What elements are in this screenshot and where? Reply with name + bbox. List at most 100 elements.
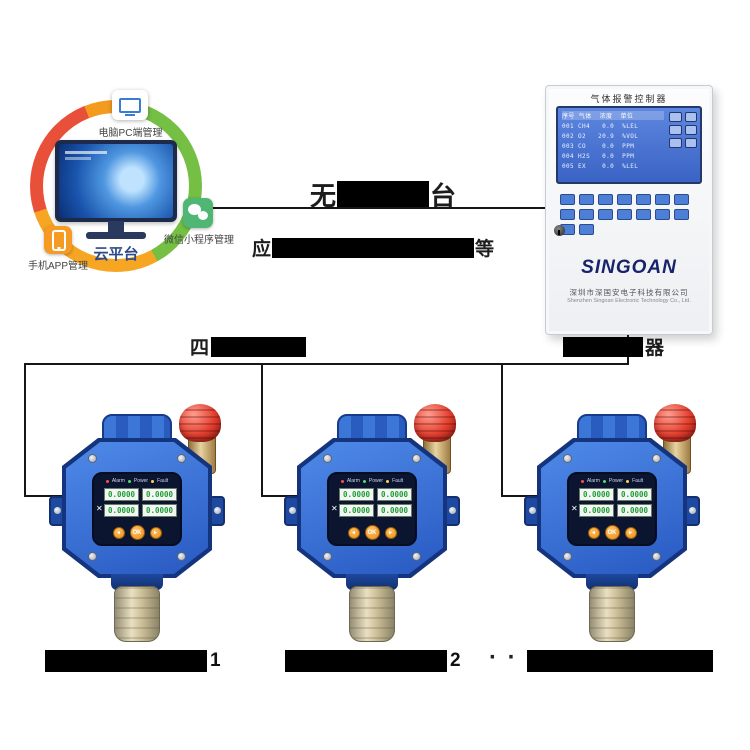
sensor-head xyxy=(114,586,160,642)
fault-led xyxy=(151,479,155,483)
keyhole-icon xyxy=(554,225,565,236)
caption-suffix: 1 xyxy=(210,650,221,671)
gas-alarm-controller: 气体报警控制器 序号 气体 浓度 单位 001 CH4 0.0 %LEL 002… xyxy=(545,85,713,335)
detector-1-caption: 1 xyxy=(45,650,221,672)
status-indicators: Alarm Power Fault xyxy=(329,478,415,484)
redaction-bar xyxy=(563,336,643,357)
power-label: Power xyxy=(608,478,624,484)
monitor-stand xyxy=(108,221,124,233)
keypad-key xyxy=(684,138,697,148)
right-button: ► xyxy=(149,526,162,539)
indicator-light xyxy=(598,209,613,220)
redaction-bar xyxy=(337,181,430,208)
power-led xyxy=(602,479,606,483)
gas-reading: 0.0000 xyxy=(339,488,374,501)
subtitle-prefix: 应 xyxy=(252,239,272,260)
power-led xyxy=(127,479,131,483)
detector-body: Alarm Power Fault ✕ 0.0000 0.0000 0.0000… xyxy=(62,438,212,578)
redaction-bar xyxy=(285,650,447,672)
gas-reading: 0.0000 xyxy=(579,488,614,501)
drop-line-1 xyxy=(24,363,26,497)
left-button: ◄ xyxy=(347,526,360,539)
wechat-management-label: 微信小程序管理 xyxy=(164,235,234,246)
indicator-light xyxy=(617,194,632,205)
alarm-beacon-dome xyxy=(414,404,456,442)
lcd-row: 002 O2 20.9 %VOL xyxy=(562,133,639,140)
drop-line-2 xyxy=(261,363,263,497)
ellipsis-dots: · · · xyxy=(489,644,537,671)
status-indicators: Alarm Power Fault xyxy=(569,478,655,484)
alarm-beacon-dome xyxy=(654,404,696,442)
elbow-line-3 xyxy=(501,495,547,497)
indicator-light xyxy=(674,209,689,220)
corner-screw xyxy=(412,552,421,561)
detector-display: Alarm Power Fault ✕ 0.0000 0.0000 0.0000… xyxy=(92,472,182,546)
corner-screw xyxy=(412,454,421,463)
company-name-en: Shenzhen Singoan Electronic Technology C… xyxy=(567,298,691,304)
gas-reading: 0.0000 xyxy=(617,488,652,501)
left-button: ◄ xyxy=(112,526,125,539)
keypad-key xyxy=(669,125,682,135)
detector-body: Alarm Power Fault ✕ 0.0000 0.0000 0.0000… xyxy=(537,438,687,578)
gas-reading: 0.0000 xyxy=(142,488,177,501)
gas-reading: 0.0000 xyxy=(617,504,652,517)
corner-screw xyxy=(323,552,332,561)
wechat-bubble-large xyxy=(188,204,201,215)
indicator-light xyxy=(655,209,670,220)
gas-detector-2: Alarm Power Fault ✕ 0.0000 0.0000 0.0000… xyxy=(282,404,462,662)
x-mark: ✕ xyxy=(571,504,578,513)
indicator-light xyxy=(636,209,651,220)
cloud-platform-label: 云平台 xyxy=(93,246,139,263)
elbow-line-2 xyxy=(261,495,307,497)
monitor-screen-globe xyxy=(59,144,173,218)
corner-screw xyxy=(88,454,97,463)
corner-screw xyxy=(652,454,661,463)
pc-management-label: 电脑PC端管理 xyxy=(98,128,163,139)
controller-lcd: 序号 气体 浓度 单位 001 CH4 0.0 %LEL 002 O2 20.9… xyxy=(556,106,702,184)
lcd-keypad xyxy=(666,108,700,182)
platform-title: 无 台 xyxy=(310,176,456,213)
gas-reading: 0.0000 xyxy=(377,504,412,517)
redaction-bar xyxy=(45,650,207,672)
button-row: ◄ OK ► xyxy=(329,525,415,540)
detector-body: Alarm Power Fault ✕ 0.0000 0.0000 0.0000… xyxy=(297,438,447,578)
gas-reading: 0.0000 xyxy=(579,504,614,517)
indicator-light xyxy=(617,209,632,220)
button-row: ◄ OK ► xyxy=(94,525,180,540)
power-label: Power xyxy=(133,478,149,484)
gas-reading: 0.0000 xyxy=(377,488,412,501)
phone-app-icon xyxy=(44,226,72,254)
cable-label: 四 xyxy=(190,333,307,360)
lcd-header-row: 序号 气体 浓度 单位 xyxy=(562,111,664,120)
company-name-cn: 深圳市深国安电子科技有限公司 xyxy=(569,288,689,297)
indicator-light xyxy=(579,224,594,235)
keypad-key xyxy=(669,138,682,148)
keypad-key xyxy=(669,112,682,122)
indicator-light xyxy=(579,194,594,205)
corner-screw xyxy=(177,552,186,561)
indicator-light xyxy=(655,194,670,205)
caption-suffix: 2 xyxy=(450,650,461,671)
controller-label-suffix: 器 xyxy=(645,338,665,359)
fault-label: Fault xyxy=(632,478,644,484)
sensor-head xyxy=(349,586,395,642)
lcd-row: 001 CH4 0.0 %LEL xyxy=(562,123,639,130)
monitor-base xyxy=(86,232,146,239)
alarm-led xyxy=(580,479,584,483)
reading-grid: 0.0000 0.0000 0.0000 0.0000 xyxy=(104,488,177,517)
alarm-label: Alarm xyxy=(586,478,600,484)
app-management-label: 手机APP管理 xyxy=(27,261,88,272)
subtitle-suffix: 等 xyxy=(475,239,495,260)
lcd-row: 005 EX 0.0 %LEL xyxy=(562,163,639,170)
monitor-graphic xyxy=(55,140,177,222)
left-button: ◄ xyxy=(587,526,600,539)
reading-grid: 0.0000 0.0000 0.0000 0.0000 xyxy=(339,488,412,517)
corner-screw xyxy=(563,454,572,463)
elbow-line-1 xyxy=(24,495,72,497)
alarm-led xyxy=(340,479,344,483)
gas-reading: 0.0000 xyxy=(104,504,139,517)
indicator-light xyxy=(598,194,613,205)
redaction-bar xyxy=(272,237,475,258)
detector-display: Alarm Power Fault ✕ 0.0000 0.0000 0.0000… xyxy=(567,472,657,546)
